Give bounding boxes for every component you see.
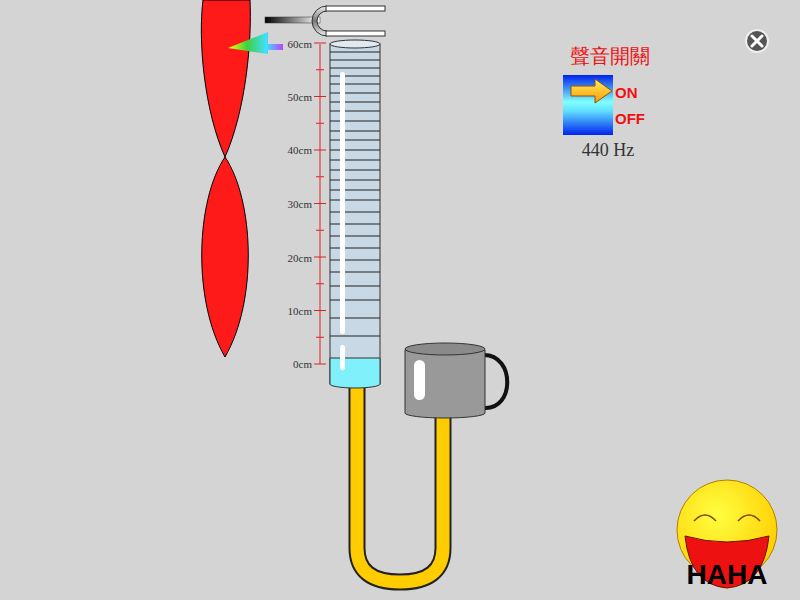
graduation-line bbox=[330, 121, 380, 122]
smiley-eye bbox=[738, 515, 760, 521]
switch-arrow bbox=[571, 79, 612, 103]
fork-prong bbox=[326, 31, 385, 36]
scale-tick bbox=[314, 150, 326, 151]
cup-highlight bbox=[414, 360, 425, 400]
scale-tick bbox=[316, 283, 324, 284]
tube-mouth bbox=[330, 40, 380, 48]
scale-tick bbox=[316, 69, 324, 70]
scale-label: 0cm bbox=[268, 357, 312, 371]
sound-switch-panel: 聲音開關 ON OFF bbox=[560, 44, 662, 140]
scale-tick bbox=[314, 310, 326, 311]
graduation-line bbox=[330, 76, 380, 77]
graduation-line bbox=[330, 170, 380, 171]
graduation-line bbox=[330, 200, 380, 201]
scale-label: 60cm bbox=[268, 37, 312, 51]
graduation-line bbox=[330, 318, 380, 319]
graduation-line bbox=[330, 260, 380, 261]
tube-highlight bbox=[340, 345, 345, 370]
graduation-line bbox=[330, 272, 380, 273]
graduation-line bbox=[330, 236, 380, 237]
graduation-line bbox=[330, 336, 380, 337]
scale-tick bbox=[316, 230, 324, 231]
frequency-label: 440 Hz bbox=[558, 139, 658, 161]
scale-tick bbox=[314, 257, 326, 258]
scale-ruler bbox=[314, 43, 326, 364]
graduation-line bbox=[330, 190, 380, 191]
graduation-line bbox=[330, 111, 380, 112]
tube-highlight bbox=[340, 72, 345, 334]
graduation-line bbox=[330, 93, 380, 94]
graduation-line bbox=[330, 102, 380, 103]
cup-body bbox=[405, 350, 485, 418]
scale-label: 40cm bbox=[268, 143, 312, 157]
graduation-line bbox=[330, 131, 380, 132]
on-label: ON bbox=[615, 84, 638, 102]
graduation-line bbox=[330, 300, 380, 301]
scale-tick bbox=[314, 203, 326, 204]
haha-text: HAHA bbox=[677, 558, 777, 592]
graduation-line bbox=[330, 248, 380, 249]
tube-graduations bbox=[330, 52, 380, 336]
standing-wave-upper bbox=[201, 0, 250, 157]
standing-wave-lower bbox=[202, 157, 249, 357]
switch-heading: 聲音開關 bbox=[560, 44, 660, 68]
cup-handle bbox=[484, 355, 507, 408]
graduation-line bbox=[330, 286, 380, 287]
graduation-line bbox=[330, 84, 380, 85]
fork-prong bbox=[326, 6, 385, 11]
scale-label: 30cm bbox=[268, 197, 312, 211]
fork-bend bbox=[312, 6, 327, 36]
graduation-line bbox=[330, 140, 380, 141]
off-label: OFF bbox=[615, 110, 645, 128]
graduation-line bbox=[330, 212, 380, 213]
graduation-line bbox=[330, 160, 380, 161]
graduation-line bbox=[330, 180, 380, 181]
scale-tick bbox=[314, 96, 326, 97]
scale-label: 50cm bbox=[268, 90, 312, 104]
glass-tube bbox=[330, 44, 380, 384]
close-button bbox=[746, 30, 768, 52]
scale-label: 10cm bbox=[268, 304, 312, 318]
graduation-line bbox=[330, 68, 380, 69]
water-column bbox=[330, 358, 380, 388]
smiley-button: HAHA bbox=[677, 480, 779, 594]
graduation-line bbox=[330, 150, 380, 151]
scale-label: 20cm bbox=[268, 251, 312, 265]
level-pointer bbox=[228, 32, 283, 54]
scale-tick bbox=[316, 123, 324, 124]
graduation-line bbox=[330, 60, 380, 61]
smiley-eye bbox=[694, 515, 716, 521]
graduation-line bbox=[330, 52, 380, 53]
cup-rim bbox=[405, 343, 485, 355]
graduation-line bbox=[330, 224, 380, 225]
scale-tick bbox=[316, 337, 324, 338]
close-cross bbox=[752, 36, 762, 46]
scale-tick bbox=[314, 364, 326, 365]
scale-tick bbox=[314, 43, 326, 44]
sound-switch bbox=[563, 75, 613, 135]
scale-tick bbox=[316, 176, 324, 177]
